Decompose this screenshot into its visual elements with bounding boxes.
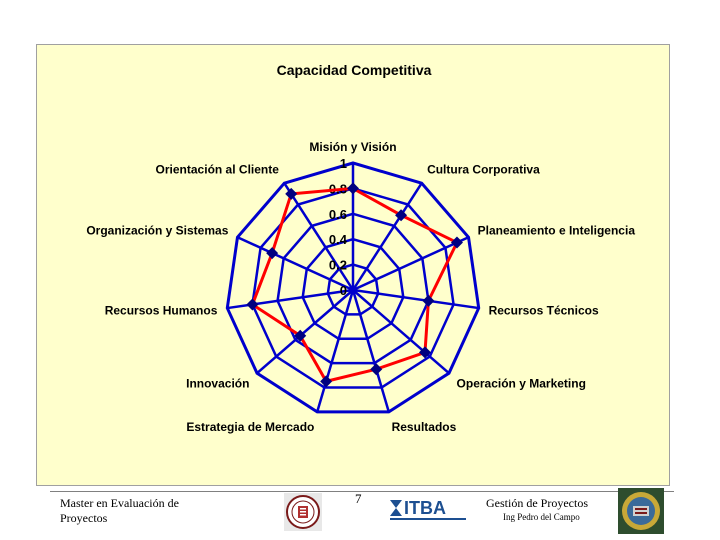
data-point bbox=[266, 247, 279, 260]
university-seal-icon bbox=[284, 493, 322, 531]
data-point bbox=[450, 236, 463, 249]
footer-course-name: Gestión de Proyectos bbox=[486, 496, 588, 510]
grid-ring bbox=[301, 237, 405, 340]
category-label: Planeamiento e Inteligencia bbox=[478, 224, 636, 238]
page-number: 7 bbox=[355, 491, 362, 506]
category-label: Recursos Técnicos bbox=[489, 303, 599, 317]
category-label: Resultados bbox=[392, 420, 457, 434]
footer-course-title: Master en Evaluación de Proyectos bbox=[60, 496, 179, 526]
data-point bbox=[395, 209, 408, 222]
grid-spoke bbox=[351, 289, 390, 413]
footer-course-line2: Proyectos bbox=[60, 511, 108, 525]
tick-label: 0.4 bbox=[329, 232, 348, 247]
category-label: Estrategia de Mercado bbox=[186, 420, 314, 434]
category-label: Innovación bbox=[186, 377, 249, 391]
grid-spoke bbox=[352, 289, 450, 375]
grid-spoke bbox=[352, 236, 470, 292]
footer-course-line1: Master en Evaluación de bbox=[60, 496, 179, 510]
data-point bbox=[294, 329, 307, 342]
category-label: Recursos Humanos bbox=[105, 303, 218, 317]
grid-ring bbox=[251, 187, 455, 389]
category-label: Organización y Sistemas bbox=[86, 224, 228, 238]
data-point bbox=[422, 294, 435, 307]
footer-instructor: Ing Pedro del Campo bbox=[503, 512, 580, 522]
data-point bbox=[347, 182, 359, 195]
grid-spoke bbox=[283, 182, 355, 291]
grid-ring bbox=[225, 161, 481, 414]
tick-label: 0 bbox=[340, 283, 347, 298]
category-label: Misión y Visión bbox=[309, 140, 396, 154]
grid-spoke bbox=[236, 236, 354, 292]
grid-spoke bbox=[351, 182, 423, 291]
category-label: Cultura Corporativa bbox=[427, 163, 540, 177]
data-point bbox=[285, 187, 298, 200]
footer-divider bbox=[50, 491, 674, 492]
category-label: Orientación al Cliente bbox=[156, 163, 280, 177]
tick-label: 0.2 bbox=[329, 258, 347, 273]
emblem-icon bbox=[618, 488, 664, 534]
chart-title: Capacidad Competitiva bbox=[277, 62, 432, 78]
radar-series bbox=[246, 182, 463, 388]
radar-chart: Capacidad Competitiva 00.20.40.60.81 Mis… bbox=[86, 62, 635, 434]
data-point bbox=[246, 298, 259, 311]
tick-label: 0.6 bbox=[329, 207, 347, 222]
data-point bbox=[370, 363, 383, 376]
data-point bbox=[418, 346, 431, 359]
tick-label: 1 bbox=[340, 156, 347, 171]
data-point bbox=[320, 375, 333, 388]
grid-spoke bbox=[352, 288, 479, 310]
grid-ring bbox=[276, 212, 430, 365]
grid-spoke bbox=[256, 289, 354, 375]
itba-logo: ITBA bbox=[390, 498, 466, 520]
category-label: Operación y Marketing bbox=[457, 377, 586, 391]
grid-spoke bbox=[316, 289, 355, 413]
grid-ring bbox=[326, 263, 380, 316]
series-line bbox=[250, 186, 459, 384]
itba-logo-text: ITBA bbox=[404, 498, 446, 518]
